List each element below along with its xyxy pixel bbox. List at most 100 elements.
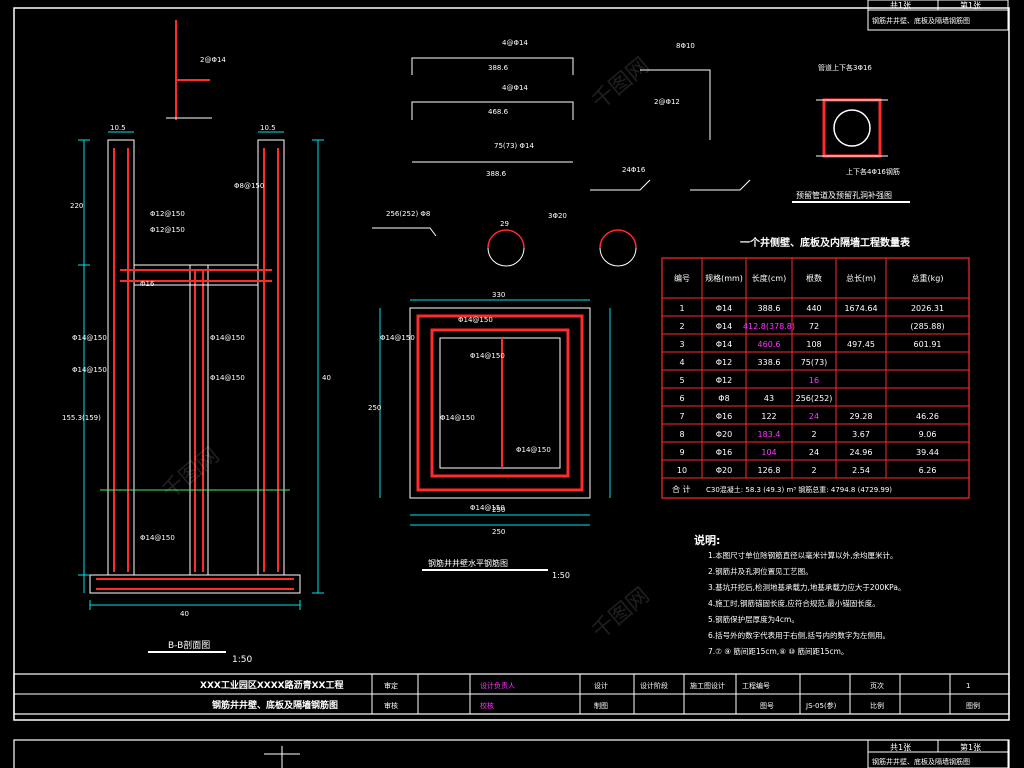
top-sheet-total: 共1张 xyxy=(890,1,911,10)
table-grid xyxy=(662,258,969,479)
table-title: 一个井侧壁、底板及内隔墙工程数量表 xyxy=(740,236,911,249)
plan-scale: 1:50 xyxy=(552,571,570,580)
table-cell: 2026.31 xyxy=(911,304,944,313)
note-7: 7.⑦ ⑨ 筋间距15cm,⑧ ⑩ 筋间距15cm。 xyxy=(708,646,848,656)
shape-2-len: 468.6 xyxy=(488,108,509,116)
table-cell: 16 xyxy=(809,376,819,385)
table-cell: Φ14 xyxy=(716,304,732,313)
table-cell: 122 xyxy=(761,412,776,421)
notes-title: 说明: xyxy=(694,533,720,547)
table-header-cell: 总长(m) xyxy=(846,273,876,283)
shape-6-label: 256(252) Φ8 xyxy=(386,210,430,218)
plan-label-6: Φ14@150 xyxy=(470,504,505,512)
shape-5-label: 24Φ16 xyxy=(622,166,646,174)
bb-label-6: Φ14@150 xyxy=(210,374,245,382)
opening-label-2: 上下各4Φ16钢筋 xyxy=(846,167,900,176)
tb-page: 页次 xyxy=(870,681,884,690)
bb-label-4: Φ14@150 xyxy=(72,366,107,374)
top-drawing-name: 钢筋井井壁、底板及隔墙钢筋图 xyxy=(872,16,970,25)
bb-label-5: Φ14@150 xyxy=(210,334,245,342)
tb-jiaohe: 校核 xyxy=(480,701,494,710)
table-cell: 1674.64 xyxy=(844,304,877,313)
table-cell: (285.88) xyxy=(910,322,944,331)
table-header-cell: 根数 xyxy=(806,273,822,283)
plan-label-4: Φ14@150 xyxy=(440,414,475,422)
note-2: 2.钢筋井及孔洞位置见工艺图。 xyxy=(708,566,813,576)
next-sheet-peek: 共1张 第1张 钢筋井井壁、底板及隔墙钢筋图 xyxy=(13,739,1010,768)
bb-dim-total: 40 xyxy=(322,374,331,382)
table-cell: 2 xyxy=(811,430,816,439)
rebar-shapes: 4@Φ14 388.6 4@Φ14 468.6 75(73) Φ14 388.6… xyxy=(372,39,751,267)
table-header-cell: 编号 xyxy=(674,273,690,283)
table-cell: 39.44 xyxy=(916,448,939,457)
table-cell: 46.26 xyxy=(916,412,939,421)
table-cell: 104 xyxy=(761,448,776,457)
table-cell: 9.06 xyxy=(919,430,937,439)
tb-sheji: 设计 xyxy=(594,681,608,690)
table-cell: 1 xyxy=(679,304,684,313)
table-cell: 183.4 xyxy=(758,430,781,439)
sheet-frame xyxy=(13,7,1010,721)
table-header-cell: 规格(mm) xyxy=(705,273,743,283)
table-cell: 6 xyxy=(679,394,684,403)
table-cell: 497.45 xyxy=(847,340,875,349)
tb-legend: 图例 xyxy=(966,701,980,710)
plan-dim-bottom2: 250 xyxy=(492,528,505,536)
table-header-cell: 长度(cm) xyxy=(752,273,786,283)
table-cell: 2.54 xyxy=(852,466,870,475)
table-cell: 75(73) xyxy=(801,358,828,367)
table-cell: Φ20 xyxy=(716,466,732,475)
bb-detail-label: 2@Φ14 xyxy=(200,56,226,64)
plan-label-5: Φ14@150 xyxy=(516,446,551,454)
tb-design-lead: 设计负责人 xyxy=(480,681,515,690)
table-cell: Φ12 xyxy=(716,376,732,385)
bb-dim-width: 40 xyxy=(180,610,189,618)
plan-dim-bottom1: 250 xyxy=(492,506,505,514)
table-cell: Φ14 xyxy=(716,322,732,331)
note-4: 4.施工时,钢筋锚固长度,应符合规范,最小锚固长度。 xyxy=(708,598,880,608)
opening-title: 预留管道及预留孔洞补强图 xyxy=(796,190,892,200)
project-line-2: 钢筋井井壁、底板及隔墙钢筋图 xyxy=(212,699,338,711)
tb-stage-val: 施工图设计 xyxy=(690,681,725,690)
section-scale: 1:50 xyxy=(232,655,252,665)
section-bb: 2@Φ14 10.5 10.5 xyxy=(62,20,331,665)
shape-1-label: 4@Φ14 xyxy=(502,39,528,47)
note-5: 5.钢筋保护层厚度为4cm。 xyxy=(708,614,799,624)
bb-label-1: Φ12@150 xyxy=(150,210,185,218)
shape-4-label: 8Φ10 xyxy=(676,42,695,50)
table-cell: Φ12 xyxy=(716,358,732,367)
table-cell: 10 xyxy=(677,466,687,475)
opening-detail: 管道上下各3Φ16 上下各4Φ16钢筋 预留管道及预留孔洞补强图 xyxy=(792,63,910,203)
shape-4-b: 2@Φ12 xyxy=(654,98,680,106)
table-cell: 7 xyxy=(679,412,684,421)
next-sheet-no: 第1张 xyxy=(960,742,981,752)
bb-label-7: Φ14@150 xyxy=(140,534,175,542)
notes: 说明: 1.本图尺寸单位除钢筋直径以毫米计算以外,余均厘米计。 2.钢筋井及孔洞… xyxy=(694,533,905,656)
table-cell: 6.26 xyxy=(919,466,937,475)
bb-dim-height: 155.3(159) xyxy=(62,414,101,422)
bottom-title-block: XXX工业园区XXXX路沥青XX工程 钢筋井井壁、底板及隔墙钢筋图 审定 审核 … xyxy=(13,673,1010,715)
bb-label-3: Φ14@150 xyxy=(72,334,107,342)
table-cell: 3.67 xyxy=(852,430,870,439)
table-cell: 2 xyxy=(811,466,816,475)
tb-tuhao-val: JS-05(参) xyxy=(805,701,837,710)
plan-label-1: Φ14@150 xyxy=(458,316,493,324)
table-cell: Φ16 xyxy=(716,448,732,457)
plan-label-3: Φ14@150 xyxy=(470,352,505,360)
table-cell: 5 xyxy=(679,376,684,385)
table-cell: Φ20 xyxy=(716,430,732,439)
plan-dim-left: 250 xyxy=(368,404,381,412)
plan-label-2: Φ14@150 xyxy=(380,334,415,342)
table-cell: 256(252) xyxy=(796,394,833,403)
table-cell: 388.6 xyxy=(758,304,781,313)
table-cell: 2 xyxy=(679,322,684,331)
table-cell: 440 xyxy=(806,304,821,313)
shape-3-len: 388.6 xyxy=(486,170,507,178)
table-cell: 3 xyxy=(679,340,684,349)
table-cell: 24.96 xyxy=(850,448,873,457)
table-cell: 24 xyxy=(809,448,819,457)
bb-dim-upper: 220 xyxy=(70,202,83,210)
plan-view: 330 250 250 250 Φ14@150 Φ14@150 Φ14@150 … xyxy=(368,291,611,580)
shape-1-len: 388.6 xyxy=(488,64,509,72)
